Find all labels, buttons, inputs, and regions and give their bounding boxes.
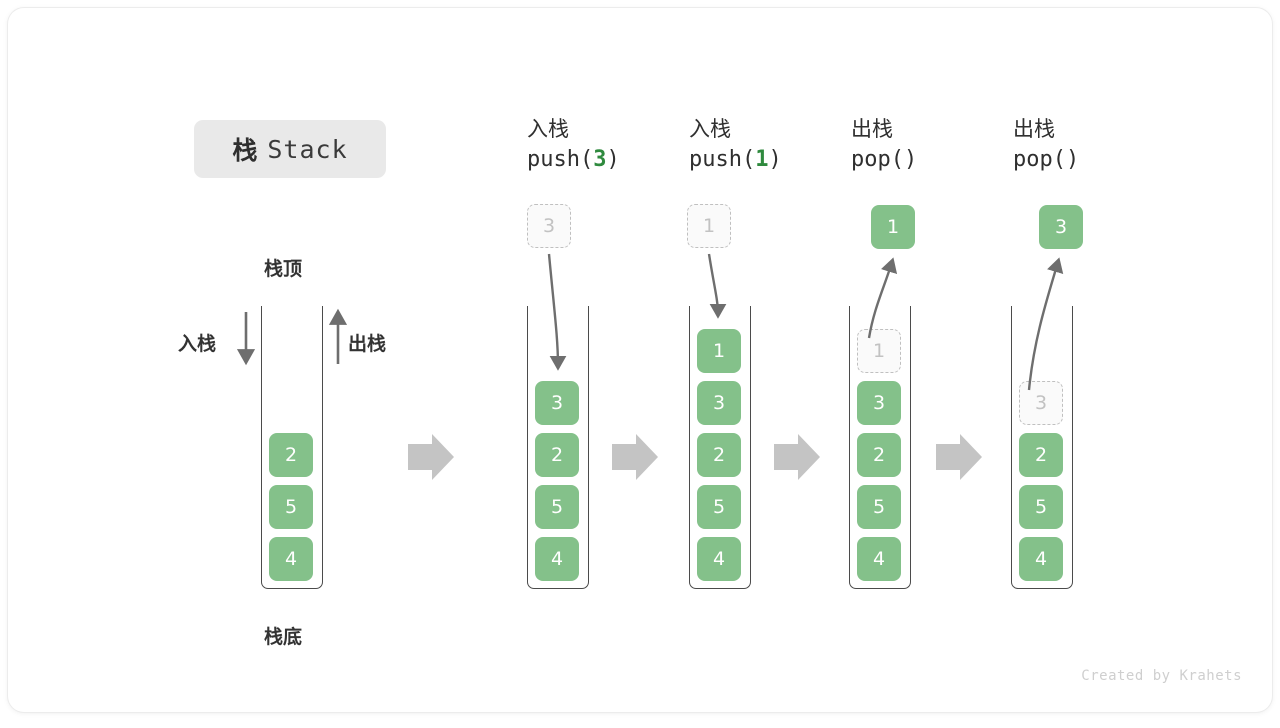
floating-popped-cell: 1 — [871, 205, 915, 249]
stack-cell: 2 — [269, 433, 313, 477]
floating-popped-cell: 3 — [1039, 205, 1083, 249]
column-header: 入栈 push(1) — [689, 114, 782, 176]
stack-container-pop-1 — [849, 306, 911, 589]
title-badge: 栈 Stack — [194, 120, 386, 178]
step-arrow — [408, 434, 454, 480]
column-header-cn: 出栈 — [851, 117, 893, 141]
column-header-code: push(1) — [689, 147, 782, 172]
column-pop-2: 出栈 pop() — [1013, 8, 1133, 728]
stack-cell: 2 — [857, 433, 901, 477]
stack-cell: 3 — [697, 381, 741, 425]
column-header-cn: 出栈 — [1013, 117, 1055, 141]
stack-cell: 4 — [269, 537, 313, 581]
label-push-side: 入栈 — [178, 333, 217, 355]
stack-cell: 1 — [697, 329, 741, 373]
stack-cell: 4 — [1019, 537, 1063, 581]
column-header-code: pop() — [1013, 147, 1080, 172]
stack-container-pop-2 — [1011, 306, 1073, 589]
stack-cell: 5 — [535, 485, 579, 529]
stack-cell: 4 — [535, 537, 579, 581]
stack-cell: 5 — [857, 485, 901, 529]
column-header-code: pop() — [851, 147, 918, 172]
code-arg: 1 — [755, 147, 769, 172]
floating-ghost-cell: 1 — [687, 204, 731, 248]
stack-cell: 2 — [535, 433, 579, 477]
floating-ghost-cell: 3 — [527, 204, 571, 248]
stack-cell: 4 — [857, 537, 901, 581]
code-arg: 3 — [593, 147, 607, 172]
column-header-cn: 入栈 — [689, 117, 731, 141]
title-en: Stack — [267, 134, 348, 164]
stack-cell: 2 — [697, 433, 741, 477]
stack-cell: 5 — [269, 485, 313, 529]
watermark: Created by Krahets — [1081, 668, 1242, 684]
stack-container-push-1 — [689, 306, 751, 589]
stack-cell: 5 — [697, 485, 741, 529]
column-header-cn: 入栈 — [527, 117, 569, 141]
label-stack-bottom: 栈底 — [264, 626, 303, 648]
diagram-card: 栈 Stack 栈顶 栈底 入栈 出栈 2 5 4 入栈 push(3) 3 3… — [8, 8, 1272, 712]
label-pop-side: 出栈 — [348, 333, 387, 355]
column-header: 入栈 push(3) — [527, 114, 620, 176]
column-push-3: 入栈 push(3) — [527, 8, 647, 728]
stack-container-push-3 — [527, 306, 589, 589]
column-pop-1: 出栈 pop() — [851, 8, 971, 728]
column-header: 出栈 pop() — [851, 114, 917, 176]
column-push-1: 入栈 push(1) — [689, 8, 809, 728]
stack-cell: 3 — [857, 381, 901, 425]
title-cn: 栈 — [232, 136, 258, 165]
stack-container-initial — [261, 306, 323, 589]
stack-ghost-cell: 3 — [1019, 381, 1063, 425]
stack-cell: 5 — [1019, 485, 1063, 529]
column-header: 出栈 pop() — [1013, 114, 1079, 176]
label-stack-top: 栈顶 — [264, 258, 303, 280]
stack-ghost-cell: 1 — [857, 329, 901, 373]
column-header-code: push(3) — [527, 147, 620, 172]
stack-cell: 4 — [697, 537, 741, 581]
stack-cell: 3 — [535, 381, 579, 425]
stack-cell: 2 — [1019, 433, 1063, 477]
